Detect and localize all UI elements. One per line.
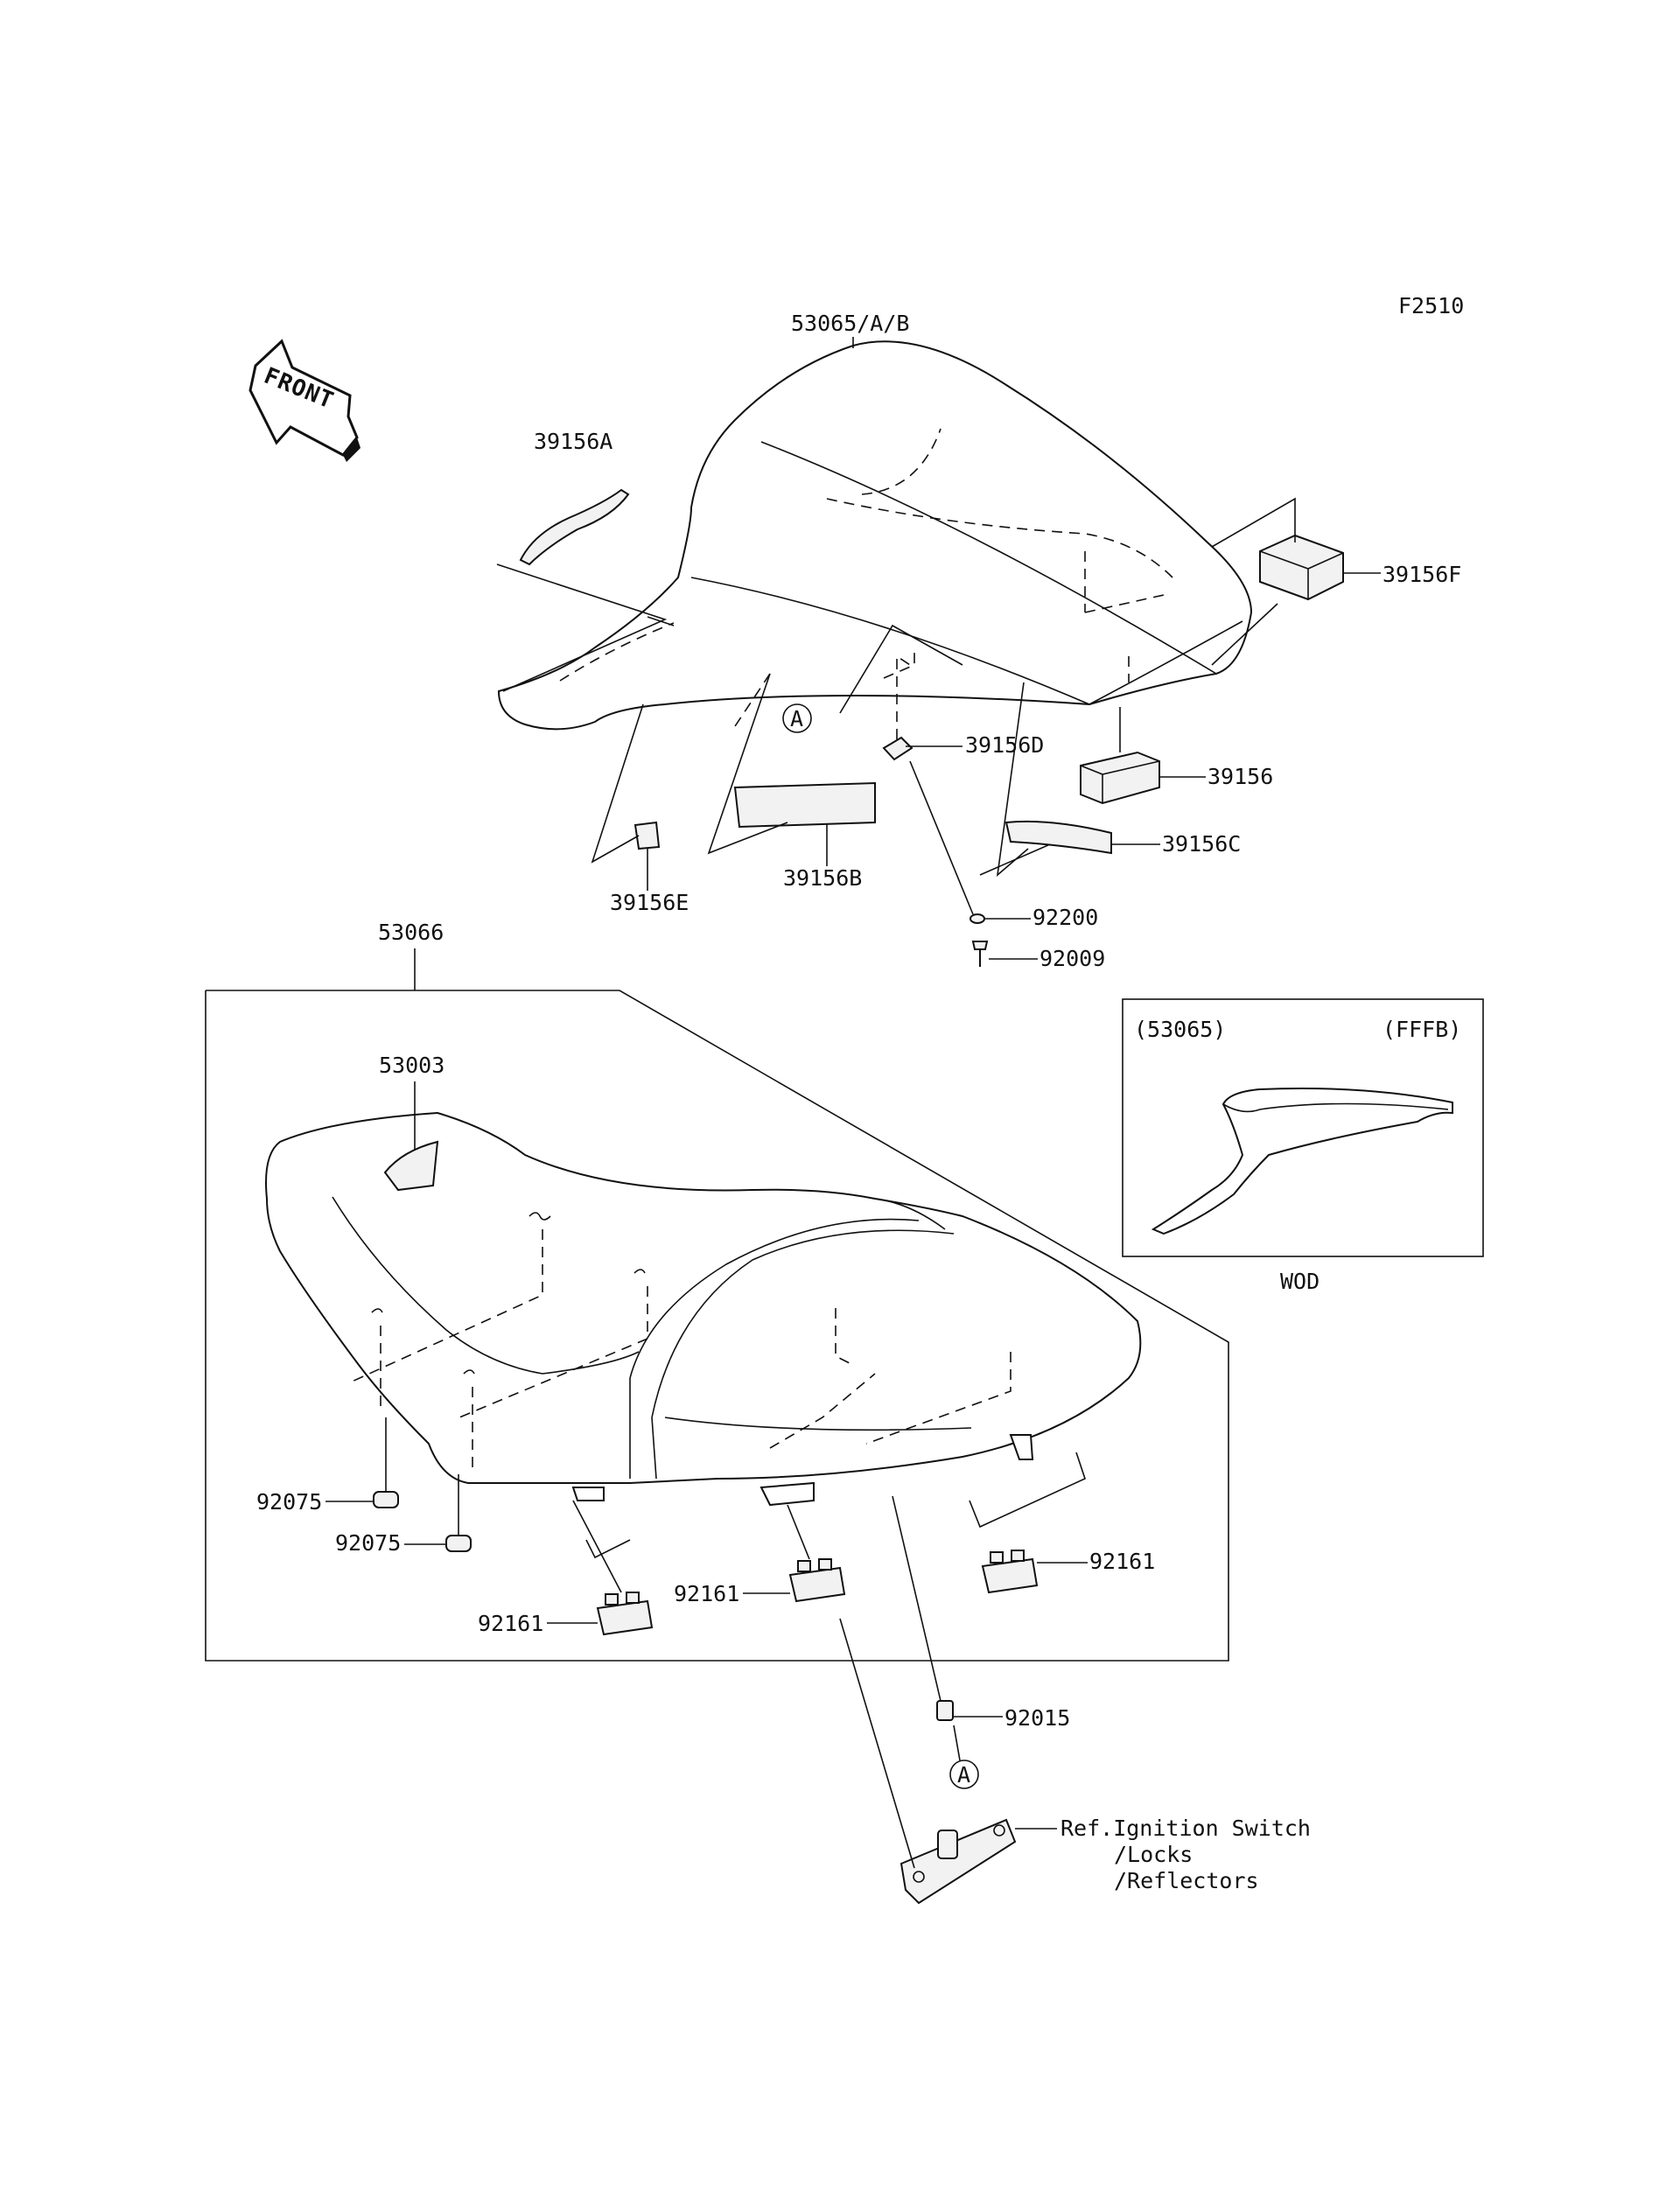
clip-92161-2 — [788, 1558, 846, 1603]
inset-right-label: (FFFB) — [1382, 1017, 1461, 1042]
label-39156d: 39156D — [965, 732, 1044, 758]
pad-39156b — [733, 781, 876, 829]
rear-seat-cover-drawing — [497, 340, 1253, 731]
bush-92015 — [936, 1700, 954, 1721]
label-39156f: 39156F — [1382, 562, 1461, 587]
marker-a-top: A — [782, 703, 812, 733]
label-92161-3: 92161 — [1089, 1549, 1155, 1574]
bolt-92009 — [971, 941, 989, 967]
label-39156e: 39156E — [610, 890, 689, 915]
clip-92161-3 — [981, 1550, 1039, 1594]
inset-left-label: (53065) — [1134, 1017, 1226, 1042]
inset-cowl-drawing — [1151, 1088, 1453, 1235]
marker-a-bottom: A — [949, 1760, 979, 1789]
label-92075-2: 92075 — [335, 1530, 401, 1556]
label-92161-2: 92161 — [674, 1581, 739, 1606]
ref-ignition-line2: /Locks — [1114, 1842, 1193, 1867]
label-53065-a-b: 53065/A/B — [791, 311, 909, 336]
collar-92200 — [970, 913, 985, 924]
label-53003: 53003 — [379, 1053, 444, 1078]
label-92009: 92009 — [1040, 946, 1105, 971]
ref-ignition-line3: /Reflectors — [1114, 1868, 1259, 1893]
label-39156a: 39156A — [534, 429, 612, 454]
label-92161-1: 92161 — [478, 1611, 543, 1636]
main-seat-drawing — [265, 1111, 1142, 1507]
seat-frame — [205, 990, 1229, 1662]
label-92075-1: 92075 — [256, 1489, 322, 1515]
damper-92075-2 — [445, 1535, 472, 1552]
damper-92075-1 — [373, 1491, 399, 1508]
label-92200: 92200 — [1032, 905, 1098, 930]
pad-39156f — [1259, 534, 1344, 601]
marker-a-bottom-label: A — [957, 1762, 970, 1788]
label-39156b: 39156B — [783, 865, 862, 891]
ref-ignition-line1: Ref.Ignition Switch — [1060, 1816, 1311, 1841]
label-39156: 39156 — [1208, 764, 1273, 789]
pad-39156e — [634, 821, 661, 850]
label-92015: 92015 — [1004, 1705, 1070, 1731]
pad-39156a — [519, 488, 630, 566]
marker-a-top-label: A — [790, 706, 803, 731]
clip-92161-1 — [596, 1592, 654, 1636]
label-39156c: 39156C — [1162, 831, 1241, 857]
inset-box — [1122, 998, 1484, 1257]
pad-39156c — [1004, 820, 1112, 855]
label-53066: 53066 — [378, 920, 444, 945]
pad-39156d — [882, 736, 914, 761]
inset-caption: WOD — [1280, 1269, 1320, 1294]
front-arrow-icon: FRONT — [248, 339, 360, 462]
figure-code: F2510 — [1398, 293, 1464, 318]
ignition-switch-bracket — [900, 1818, 1017, 1905]
pad-39156 — [1080, 751, 1160, 805]
